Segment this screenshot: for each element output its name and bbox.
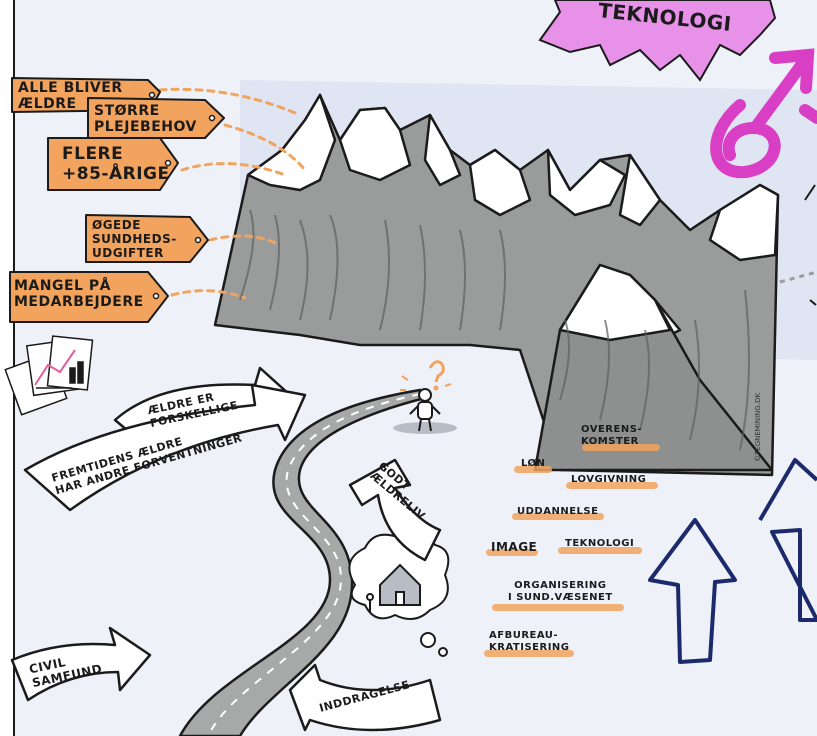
tag-alle-bliver-aeldre: ALLE BLIVER ÆLDRE [18,80,123,112]
navy-up-arrows [648,458,817,664]
factor-bar-organisering [492,604,624,611]
factor-bar-uddannelse [512,513,604,520]
factor-overenskomster: OVERENS- KOMSTER [581,424,643,447]
factor-bar-afbureaukratisering [484,650,574,657]
mountain-shading [239,209,750,451]
factor-bar-lovgivning [566,482,658,489]
tag-flere-85-aarige: FLERE +85-ÅRIGE [62,144,170,184]
tag-stoerre-plejebehov: STØRRE PLEJEBEHOV [94,103,197,135]
black-stroke-right [804,184,817,306]
factor-loen: LØN [521,458,546,469]
factor-afbureaukratisering: AFBUREAU- KRATISERING [489,630,570,653]
tag-oegede-sundhedsudgifter: ØGEDE SUNDHEDS- UDGIFTER [92,218,177,260]
person-question-icon [393,360,457,434]
documents-chart-icon [4,335,94,416]
factor-bar-teknologi [558,547,642,554]
tag-shapes [9,77,225,323]
signature-text: ©TEGNEMINING.DK [754,393,762,462]
factor-bar-image [486,549,538,556]
factor-bar-loen [514,466,552,473]
factor-teknologi: TEKNOLOGI [565,538,635,549]
factor-image: IMAGE [491,540,538,554]
tag-holes [148,91,216,300]
mountains-icon [213,93,780,477]
factor-uddannelse: UDDANNELSE [517,506,599,517]
factor-bar-overenskomster [582,444,660,451]
tag-mangel-paa-medarbejdere: MANGEL PÅ MEDARBEJDERE [14,278,144,310]
banner-teknologi [538,0,777,82]
dotted-connector-right [779,270,817,284]
arrow-shapes [10,366,442,732]
factor-lovgivning: LOVGIVNING [571,474,647,485]
tag-connectors [158,87,307,300]
magenta-rising-arrow-icon [710,48,817,179]
factor-organisering: ORGANISERING I SUND.VÆSENET [508,580,613,603]
